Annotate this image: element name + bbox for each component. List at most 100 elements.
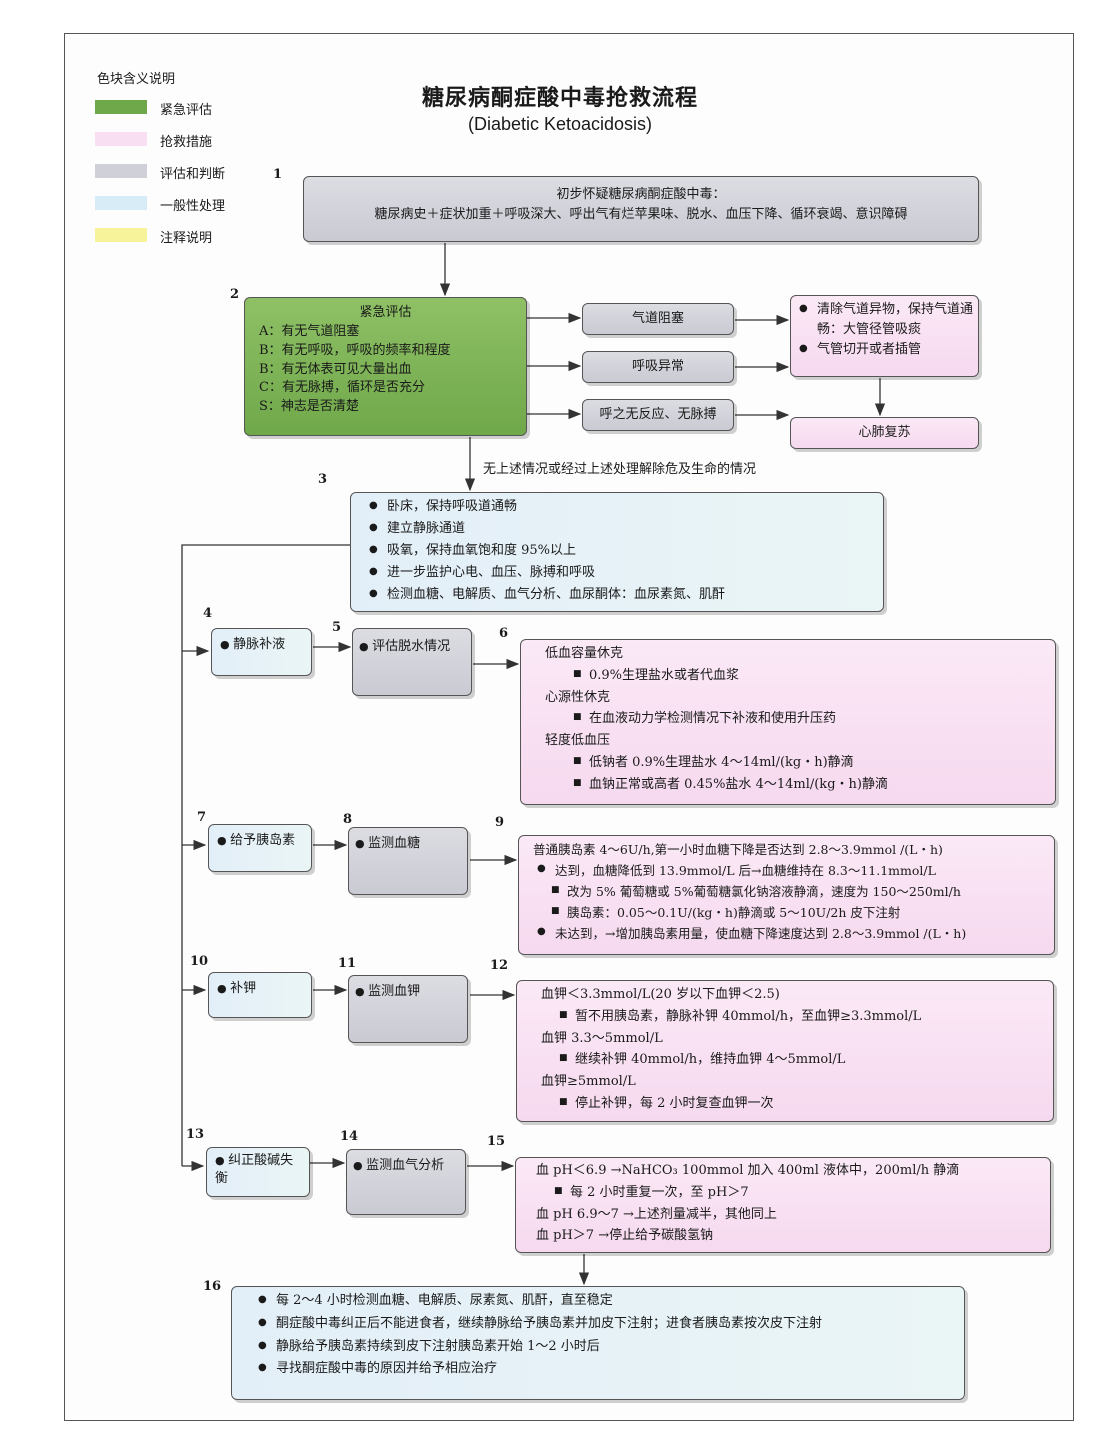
fluid-plan-group-3: 轻度低血压 xyxy=(545,733,611,749)
node-2-title: 紧急评估 xyxy=(359,305,412,320)
node-2-line-c: C：有无脉搏，循环是否充分 xyxy=(259,380,425,396)
legend-label-note: 注释说明 xyxy=(160,231,213,246)
bicarbonate-plan-line-3: 血 pH＞7 →停止给予碳酸氢钠 xyxy=(536,1228,714,1244)
node-clear-airway: 清除气道异物，保持气道通畅：大管径管吸痰 气管切开或者插管 xyxy=(790,295,979,377)
fluid-plan-group-2: 心源性休克 xyxy=(545,689,611,705)
node-1-text: 糖尿病史＋症状加重＋呼吸深大、呼出气有烂苹果味、脱水、血压下降、循环衰竭、意识障… xyxy=(374,207,908,223)
node-7-label: 给予胰岛素 xyxy=(230,833,296,848)
fluid-plan-item-3: 低钠者 0.9%生理盐水 4～14ml/(kg・h)静滴 xyxy=(571,752,1055,774)
legend-label-emergency: 紧急评估 xyxy=(160,103,213,118)
node-10-label: 补钾 xyxy=(230,981,257,996)
legend-swatch-note xyxy=(95,228,147,242)
node-monitor-glucose: 监测血糖 xyxy=(348,827,468,895)
clear-airway-item-2: 气管切开或者插管 xyxy=(795,340,974,360)
node-assess-dehydration: 评估脱水情况 xyxy=(352,628,472,696)
node-2-line-a: A：有无气道阻塞 xyxy=(259,323,360,339)
potassium-plan-group-3: 血钾≥5mmol/L xyxy=(541,1074,636,1090)
insulin-plan-sub-1: 改为 5% 葡萄糖或 5%葡萄糖氯化钠溶液静滴，速度为 150～250ml/h xyxy=(549,881,1050,902)
step-number-5: 5 xyxy=(332,620,342,635)
fluid-plan-item-1: 0.9%生理盐水或者代血浆 xyxy=(571,665,1055,687)
node-fluid-plan: 低血容量休克 0.9%生理盐水或者代血浆 心源性休克 在血液动力学检测情况下补液… xyxy=(520,639,1056,805)
step-number-8: 8 xyxy=(343,812,353,827)
follow-up-item-4: 寻找酮症酸中毒的原因并给予相应治疗 xyxy=(254,1358,956,1381)
potassium-plan-group-2: 血钾 3.3～5mmol/L xyxy=(541,1030,663,1046)
node-follow-up: 每 2～4 小时检测血糖、电解质、尿素氮、肌酐，直至稳定 酮症酸中毒纠正后不能进… xyxy=(231,1286,965,1400)
general-care-item-4: 进一步监护心电、血压、脉搏和呼吸 xyxy=(365,562,873,584)
legend-label-assessment: 评估和判断 xyxy=(160,167,226,182)
bicarbonate-plan-line-2: 血 pH 6.9～7 →上述剂量减半，其他同上 xyxy=(536,1206,777,1222)
node-potassium-supplement: 补钾 xyxy=(208,972,312,1018)
node-monitor-potassium: 监测血钾 xyxy=(348,975,468,1043)
step-number-10: 10 xyxy=(190,954,209,969)
step-number-9: 9 xyxy=(495,815,505,830)
step-number-6: 6 xyxy=(499,626,509,641)
node-give-insulin: 给予胰岛素 xyxy=(208,824,312,872)
node-11-label: 监测血钾 xyxy=(368,984,421,999)
step-number-14: 14 xyxy=(340,1129,359,1144)
insulin-plan-line-1: 普通胰岛素 4～6U/h,第一小时血糖下降是否达到 2.8～3.9mmol /(… xyxy=(533,842,943,857)
fluid-plan-item-4: 血钠正常或高者 0.45%盐水 4～14ml/(kg・h)静滴 xyxy=(571,774,1055,796)
fluid-plan-item-2: 在血液动力学检测情况下补液和使用升压药 xyxy=(571,708,1055,730)
insulin-plan-sub-2: 胰岛素：0.05～0.1U/(kg・h)静滴或 5～10U/2h 皮下注射 xyxy=(549,902,1050,923)
step-number-2: 2 xyxy=(230,287,240,302)
node-correct-acid-base: 纠正酸碱失衡 xyxy=(206,1147,310,1197)
node-4-label: 静脉补液 xyxy=(233,637,286,652)
node-2-line-b1: B：有无呼吸，呼吸的频率和程度 xyxy=(259,342,451,358)
general-care-item-2: 建立静脉通道 xyxy=(365,518,873,540)
legend-swatch-general xyxy=(95,196,147,210)
node-bicarbonate-plan: 血 pH＜6.9 →NaHCO₃ 100mmol 加入 400ml 液体中，20… xyxy=(515,1157,1051,1253)
node-2-line-b2: B：有无体表可见大量出血 xyxy=(259,361,412,377)
legend-title: 色块含义说明 xyxy=(97,72,176,87)
potassium-plan-item-3: 停止补钾，每 2 小时复查血钾一次 xyxy=(557,1093,1053,1115)
node-initial-suspicion: 初步怀疑糖尿病酮症酸中毒： 糖尿病史＋症状加重＋呼吸深大、呼出气有烂苹果味、脱水… xyxy=(303,176,979,242)
potassium-plan-item-2: 继续补钾 40mmol/h，维持血钾 4～5mmol/L xyxy=(557,1049,1053,1071)
step-number-4: 4 xyxy=(203,606,213,621)
node-breathing-abnormal: 呼吸异常 xyxy=(582,351,734,383)
follow-up-item-3: 静脉给予胰岛素持续到皮下注射胰岛素开始 1～2 小时后 xyxy=(254,1336,956,1359)
general-care-item-1: 卧床，保持呼吸道通畅 xyxy=(365,496,873,518)
step-number-1: 1 xyxy=(273,167,283,182)
general-care-item-3: 吸氧，保持血氧饱和度 95%以上 xyxy=(365,540,873,562)
insulin-plan-not-reached: 未达到，→增加胰岛素用量，使血糖下降速度达到 2.8～3.9mmol /(L・h… xyxy=(533,923,1050,944)
legend-label-rescue: 抢救措施 xyxy=(160,135,213,150)
page-subtitle: (Diabetic Ketoacidosis) xyxy=(467,114,653,134)
step-number-13: 13 xyxy=(186,1127,205,1142)
bicarbonate-plan-sub-1: 每 2 小时重复一次，至 pH＞7 xyxy=(552,1182,1050,1204)
step-number-16: 16 xyxy=(203,1279,222,1294)
follow-up-item-1: 每 2～4 小时检测血糖、电解质、尿素氮、肌酐，直至稳定 xyxy=(254,1290,956,1313)
step-number-7: 7 xyxy=(197,810,207,825)
legend-swatch-rescue xyxy=(95,132,147,146)
step-number-3: 3 xyxy=(318,472,328,487)
node-13-label: 纠正酸碱失衡 xyxy=(215,1153,294,1186)
step-number-12: 12 xyxy=(490,958,509,973)
page-title: 糖尿病酮症酸中毒抢救流程 xyxy=(421,86,698,111)
bicarbonate-plan-line-1: 血 pH＜6.9 →NaHCO₃ 100mmol 加入 400ml 液体中，20… xyxy=(536,1163,960,1178)
insulin-plan-reached: 达到，血糖降低到 13.9mmol/L 后→血糖维持在 8.3～11.1mmol… xyxy=(533,860,1050,881)
edge-note: 无上述情况或经过上述处理解除危及生命的情况 xyxy=(483,462,757,477)
legend-swatch-assessment xyxy=(95,164,147,178)
potassium-plan-group-1: 血钾＜3.3mmol/L(20 岁以下血钾＜2.5) xyxy=(541,987,780,1002)
fluid-plan-group-1: 低血容量休克 xyxy=(545,646,624,661)
node-5-label: 评估脱水情况 xyxy=(372,639,451,654)
node-airway-obstruction: 气道阻塞 xyxy=(582,303,734,335)
potassium-plan-item-1: 暂不用胰岛素，静脉补钾 40mmol/h，至血钾≥3.3mmol/L xyxy=(557,1006,1053,1028)
node-2-line-s: S：神志是否清楚 xyxy=(259,399,359,415)
step-number-15: 15 xyxy=(487,1134,506,1149)
general-care-item-5: 检测血糖、电解质、血气分析、血尿酮体：血尿素氮、肌酐 xyxy=(365,584,873,606)
step-number-11: 11 xyxy=(338,956,357,971)
node-general-care: 卧床，保持呼吸道通畅 建立静脉通道 吸氧，保持血氧饱和度 95%以上 进一步监护… xyxy=(350,492,884,612)
clear-airway-item-1: 清除气道异物，保持气道通畅：大管径管吸痰 xyxy=(795,300,974,340)
node-emergency-assessment: 紧急评估 A：有无气道阻塞 B：有无呼吸，呼吸的频率和程度 B：有无体表可见大量… xyxy=(244,297,527,436)
node-14-label: 监测血气分析 xyxy=(366,1158,445,1173)
legend-swatch-emergency xyxy=(95,100,147,114)
node-cpr: 心肺复苏 xyxy=(790,417,979,449)
node-insulin-plan: 普通胰岛素 4～6U/h,第一小时血糖下降是否达到 2.8～3.9mmol /(… xyxy=(518,835,1055,955)
legend-label-general: 一般性处理 xyxy=(160,199,226,214)
node-1-title: 初步怀疑糖尿病酮症酸中毒： xyxy=(556,187,726,202)
node-iv-fluid: 静脉补液 xyxy=(211,628,312,676)
node-monitor-blood-gas: 监测血气分析 xyxy=(346,1149,466,1215)
node-8-label: 监测血糖 xyxy=(368,836,421,851)
node-potassium-plan: 血钾＜3.3mmol/L(20 岁以下血钾＜2.5) 暂不用胰岛素，静脉补钾 4… xyxy=(516,980,1054,1122)
node-no-response: 呼之无反应、无脉搏 xyxy=(582,399,734,431)
